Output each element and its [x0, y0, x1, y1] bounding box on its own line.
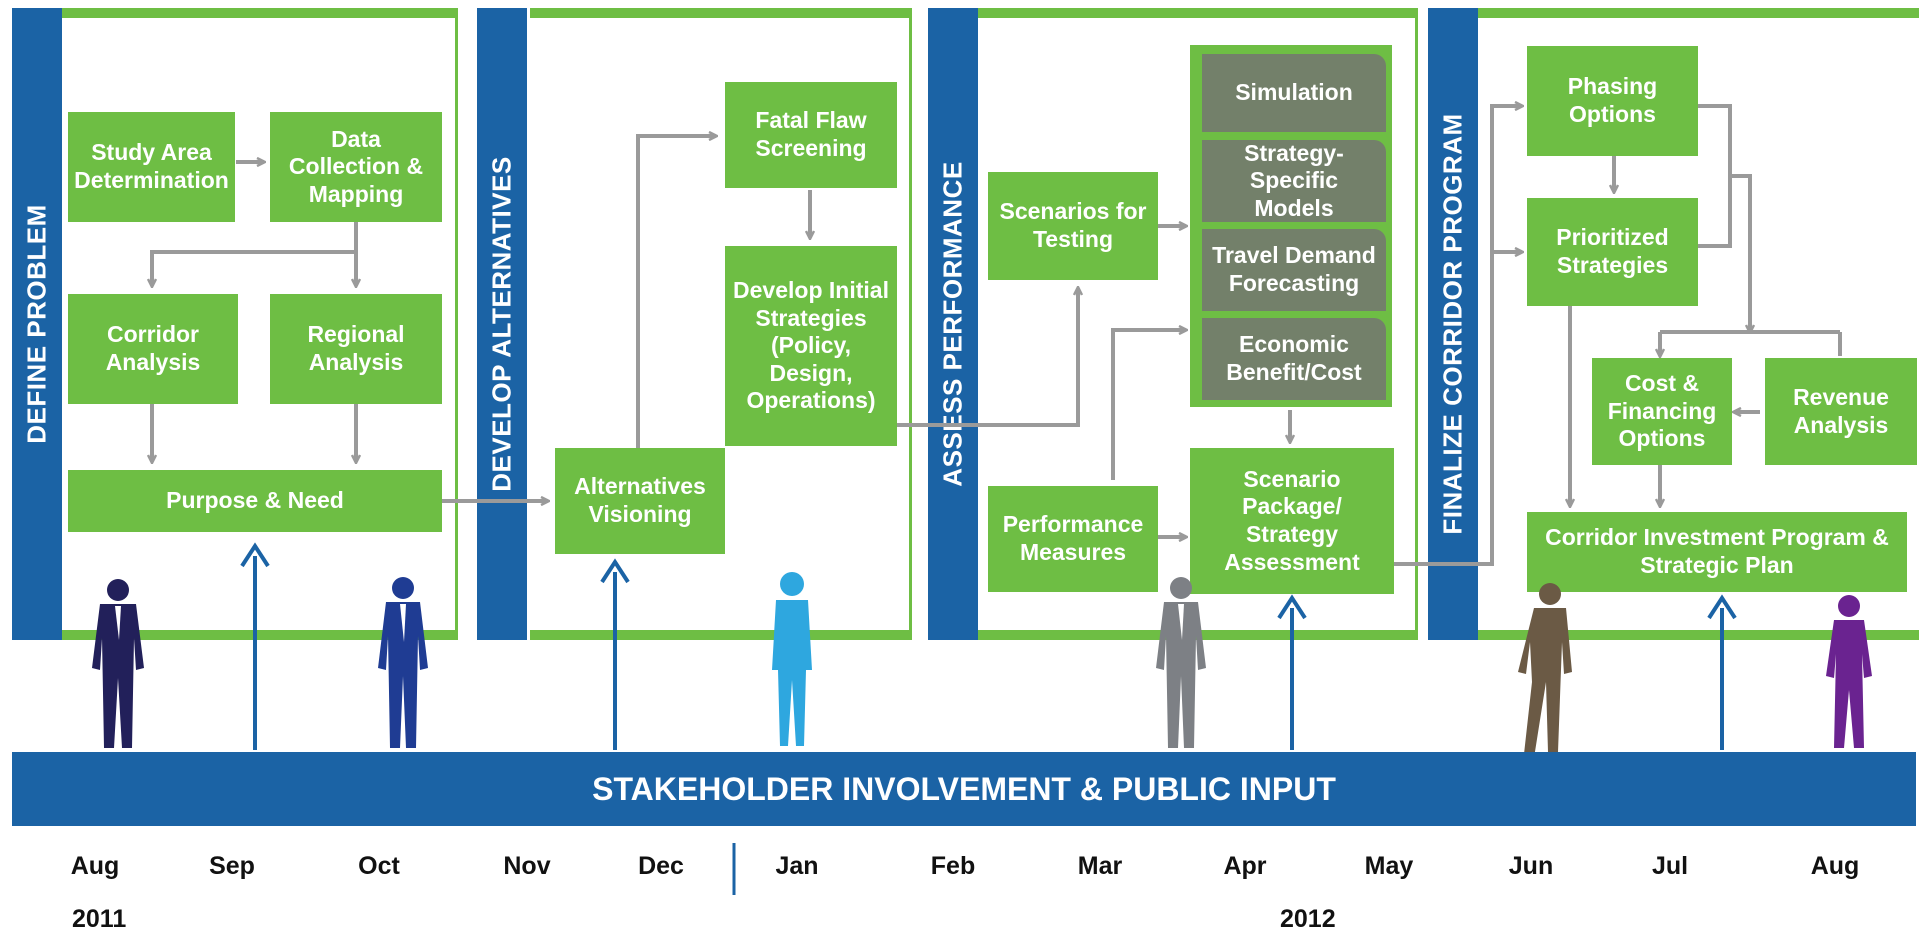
- phase-define-bar: DEFINE PROBLEM: [12, 8, 62, 640]
- scenarios-testing-box: Scenarios for Testing: [988, 172, 1158, 280]
- regional-analysis-box: Regional Analysis: [270, 294, 442, 404]
- person-icon-5: [1518, 583, 1572, 758]
- stakeholder-label: STAKEHOLDER INVOLVEMENT & PUBLIC INPUT: [592, 770, 1336, 807]
- month-label: Nov: [503, 852, 551, 880]
- month-label: Sep: [209, 852, 255, 880]
- month-label: Apr: [1223, 852, 1267, 880]
- develop-alternatives-panel: [530, 8, 912, 640]
- month-label: Jan: [775, 852, 819, 880]
- month-label: Aug: [1810, 852, 1860, 880]
- performance-measures-box: Performance Measures: [988, 486, 1158, 592]
- revenue-analysis-box: Revenue Analysis: [1765, 358, 1917, 465]
- scenario-package-box: Scenario Package/ Strategy Assessment: [1190, 448, 1394, 594]
- fatal-flaw-box: Fatal Flaw Screening: [725, 82, 897, 188]
- purpose-need-box: Purpose & Need: [68, 470, 442, 532]
- arrow-develop-to-scenarios: [896, 288, 1078, 427]
- month-label: May: [1364, 852, 1414, 880]
- corridor-investment-box: Corridor Investment Program & Strategic …: [1527, 512, 1907, 592]
- simulation-box: Simulation: [1198, 54, 1386, 132]
- month-label: Jul: [1651, 852, 1689, 880]
- data-collection-box: Data Collection & Mapping: [270, 112, 442, 222]
- arrow-package-to-phasing: [1394, 106, 1522, 566]
- alternatives-visioning-box: Alternatives Visioning: [555, 448, 725, 554]
- phase-develop-bar: DEVELOP ALTERNATIVES: [477, 8, 527, 640]
- month-label: Feb: [930, 852, 976, 880]
- person-icon-3: [772, 572, 812, 746]
- arrow-to-cost-revenue: [1698, 104, 1750, 332]
- year-2012-label: 2012: [1280, 905, 1336, 933]
- cost-financing-box: Cost & Financing Options: [1592, 358, 1732, 465]
- phase-finalize-bar: FINALIZE CORRIDOR PROGRAM: [1428, 8, 1478, 640]
- month-label: Oct: [358, 852, 400, 880]
- phasing-options-box: Phasing Options: [1527, 46, 1698, 156]
- month-label: Aug: [70, 852, 120, 880]
- person-icon-2: [378, 577, 428, 748]
- study-area-box: Study Area Determination: [68, 112, 235, 222]
- stakeholder-bar: STAKEHOLDER INVOLVEMENT & PUBLIC INPUT: [12, 752, 1916, 826]
- finalize-program-panel: [1478, 8, 1919, 640]
- travel-demand-box: Travel Demand Forecasting: [1198, 229, 1386, 311]
- phase-assess-bar: ASSESS PERFORMANCE: [928, 8, 978, 640]
- economic-box: Economic Benefit/Cost: [1198, 318, 1386, 400]
- month-label: Jun: [1508, 852, 1554, 880]
- year-2011-label: 2011: [72, 905, 127, 933]
- person-icon-4: [1156, 577, 1206, 748]
- strategy-models-box: Strategy-Specific Models: [1198, 140, 1386, 222]
- month-label: Mar: [1077, 852, 1123, 880]
- arrow-data-to-corridor: [152, 222, 358, 286]
- month-label: Dec: [638, 852, 684, 880]
- person-icon-6: [1826, 595, 1872, 748]
- prioritized-strategies-box: Prioritized Strategies: [1527, 198, 1698, 306]
- person-icon-1: [92, 579, 144, 748]
- corridor-analysis-box: Corridor Analysis: [68, 294, 238, 404]
- arrow-visioning-to-fatal: [636, 136, 716, 448]
- arrow-perf-to-models: [1111, 330, 1186, 480]
- develop-initial-box: Develop Initial Strategies (Policy, Desi…: [725, 246, 897, 446]
